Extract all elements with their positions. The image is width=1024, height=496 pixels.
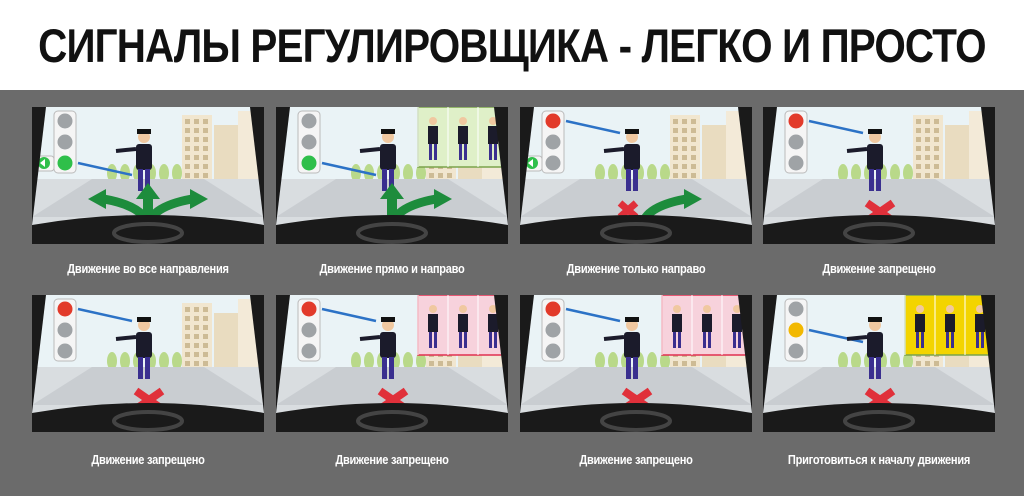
signal-panel-4 <box>763 107 995 244</box>
panel-caption-3: Движение только направо <box>566 261 706 276</box>
panel-caption-2: Движение прямо и направо <box>319 261 465 276</box>
signal-scene-8 <box>763 295 995 432</box>
panel-caption-4: Движение запрещено <box>822 261 936 276</box>
signal-scene-5 <box>32 295 264 432</box>
signal-panel-8 <box>763 295 995 432</box>
panel-caption-6: Движение запрещено <box>335 452 449 467</box>
panel-caption-7: Движение запрещено <box>579 452 693 467</box>
panel-caption-8: Приготовиться к началу движения <box>787 452 971 467</box>
signal-scene-7 <box>520 295 752 432</box>
signal-panel-3 <box>520 107 752 244</box>
signal-scene-4 <box>763 107 995 244</box>
panel-caption-1: Движение во все направления <box>67 261 229 276</box>
signal-scene-6 <box>276 295 508 432</box>
panel-caption-5: Движение запрещено <box>91 452 205 467</box>
signal-panel-2 <box>276 107 508 244</box>
signal-panel-7 <box>520 295 752 432</box>
page-title: СИГНАЛЫ РЕГУЛИРОВЩИКА - ЛЕГКО И ПРОСТО <box>38 18 986 72</box>
signals-board: Движение во все направления Движение пря… <box>0 90 1024 496</box>
signal-scene-3 <box>520 107 752 244</box>
header: СИГНАЛЫ РЕГУЛИРОВЩИКА - ЛЕГКО И ПРОСТО <box>0 0 1024 90</box>
signal-scene-2 <box>276 107 508 244</box>
signal-scene-1 <box>32 107 264 244</box>
signal-panel-6 <box>276 295 508 432</box>
signal-panel-1 <box>32 107 264 244</box>
signal-panel-5 <box>32 295 264 432</box>
